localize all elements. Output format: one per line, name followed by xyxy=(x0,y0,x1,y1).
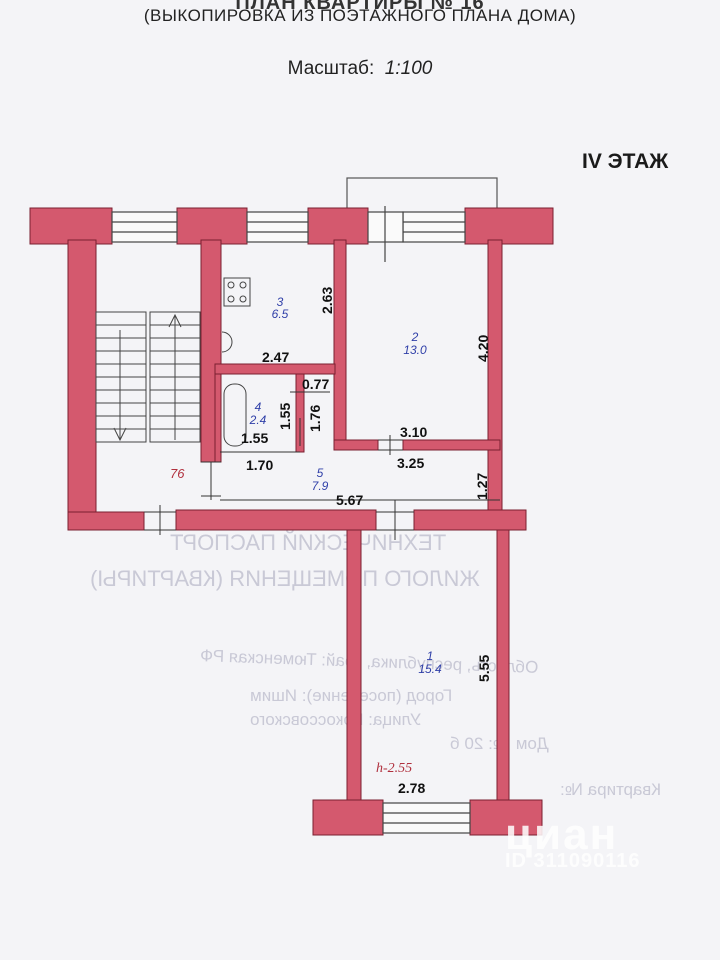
wall xyxy=(67,239,97,531)
dimension-lines xyxy=(220,391,500,501)
wall xyxy=(333,439,379,451)
window xyxy=(382,802,471,834)
door-marks xyxy=(144,418,414,540)
window xyxy=(111,211,178,243)
plan-subtitle: (ВЫКОПИРОВКА ИЗ ПОЭТАЖНОГО ПЛАНА ДОМА) xyxy=(143,6,577,25)
sink xyxy=(221,331,233,353)
wall xyxy=(413,509,527,531)
dim-1-55-vertical: 1.55 xyxy=(277,403,293,430)
stove xyxy=(223,277,251,307)
dim-1-70: 1.70 xyxy=(246,457,273,473)
wall xyxy=(214,373,222,463)
wall xyxy=(346,529,362,806)
ceiling-height: h-2.55 xyxy=(376,761,412,776)
wall xyxy=(469,799,543,836)
watermark-logo: циан xyxy=(505,810,619,859)
dim-5-67: 5.67 xyxy=(336,492,363,508)
stairs xyxy=(95,311,201,443)
scale-value: 1:100 xyxy=(384,58,433,79)
dim-3-25: 3.25 xyxy=(397,455,424,471)
room-number: 3 xyxy=(277,295,284,309)
bathtub xyxy=(223,383,247,447)
scale-line: Масштаб: 1:100 xyxy=(0,58,720,80)
wall xyxy=(307,207,369,245)
dim-2-63: 2.63 xyxy=(319,287,335,314)
wall xyxy=(402,439,501,451)
room-area: 13.0 xyxy=(403,343,427,357)
scale-label: Масштаб: xyxy=(287,58,375,79)
dim-1-76: 1.76 xyxy=(307,405,323,432)
dim-2-47: 2.47 xyxy=(262,349,289,365)
room-area: 6.5 xyxy=(272,307,289,321)
wall xyxy=(214,363,336,375)
room-number: 2 xyxy=(411,330,419,344)
dim-3-10: 3.10 xyxy=(400,424,427,440)
wall xyxy=(333,239,347,447)
wall xyxy=(312,799,384,836)
room-area: 2.4 xyxy=(249,413,267,427)
room-number: 5 xyxy=(317,466,324,480)
wall xyxy=(67,511,145,531)
wall xyxy=(176,207,248,245)
windows xyxy=(111,211,471,834)
dim-5-55: 5.55 xyxy=(476,655,492,682)
watermark-id: ID 311090116 xyxy=(505,850,641,872)
room-area: 7.9 xyxy=(312,479,329,493)
stair-mark: 76 xyxy=(170,466,185,481)
dim-4-20: 4.20 xyxy=(475,335,491,362)
room-number: 4 xyxy=(255,400,262,414)
dim-2-78: 2.78 xyxy=(398,780,425,796)
wall xyxy=(496,529,510,806)
wall xyxy=(29,207,113,245)
balcony-door xyxy=(367,206,404,262)
wall xyxy=(464,207,554,245)
plan-title: ПЛАН КВАРТИРЫ № 16 xyxy=(235,0,485,14)
dim-0-77: 0.77 xyxy=(302,376,329,392)
window xyxy=(246,211,309,243)
walls xyxy=(29,207,554,836)
wall xyxy=(175,509,377,531)
window xyxy=(402,211,466,243)
room-area: 15.4 xyxy=(418,662,442,676)
dim-1-55-horizontal: 1.55 xyxy=(241,430,268,446)
dim-1-27: 1.27 xyxy=(474,473,490,500)
wall xyxy=(487,239,503,511)
fixtures xyxy=(221,277,251,447)
room-number: 1 xyxy=(427,649,434,663)
watermark: циан ID 311090116 xyxy=(505,810,639,872)
floor-label: IV ЭТАЖ xyxy=(582,150,669,173)
